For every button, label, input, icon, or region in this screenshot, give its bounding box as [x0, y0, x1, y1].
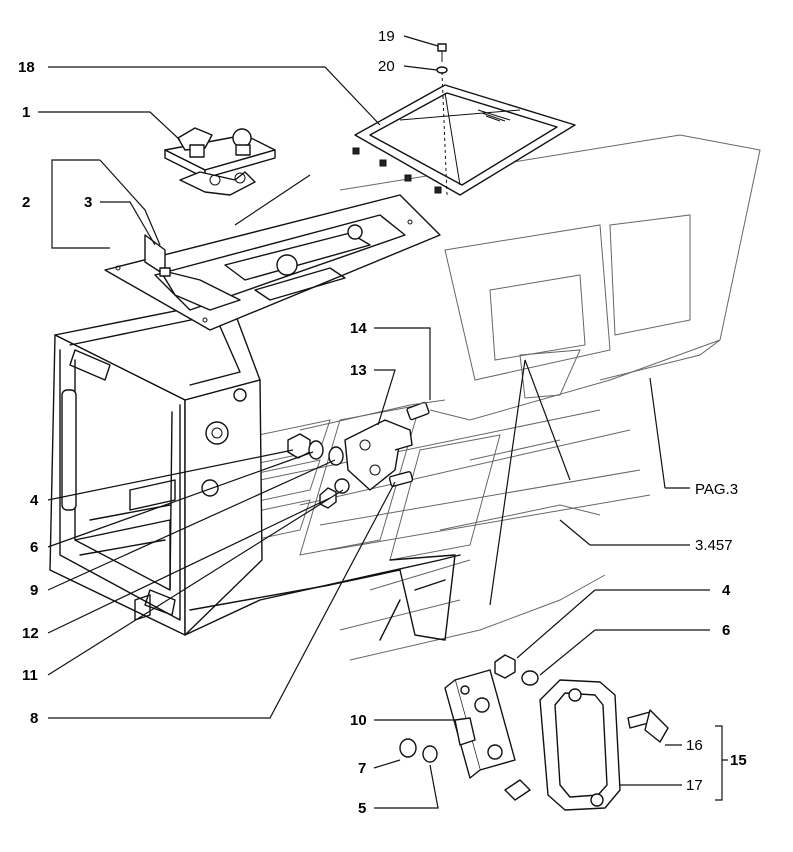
callout-16: 16 — [686, 737, 703, 754]
callout-8: 8 — [30, 710, 38, 727]
callout-17: 17 — [686, 777, 703, 794]
handle-part-17 — [539, 679, 669, 811]
callout-2: 2 — [22, 194, 30, 211]
callout-14: 14 — [350, 320, 367, 337]
callout-12: 12 — [22, 625, 39, 642]
callout-4a: 4 — [30, 492, 39, 509]
leader-lines — [38, 35, 728, 809]
callout-3457: 3.457 — [695, 537, 733, 554]
gear-plate-part-2 — [104, 194, 441, 331]
callout-20: 20 — [378, 58, 395, 75]
knob-assembly-part-1 — [164, 127, 276, 196]
callout-6a: 6 — [30, 539, 38, 556]
callout-pag3: PAG.3 — [695, 481, 738, 498]
callout-11: 11 — [22, 667, 38, 684]
console-housing — [49, 299, 461, 641]
cab-panel-background — [214, 134, 761, 661]
callout-15: 15 — [730, 752, 747, 769]
cover-plate-part-18 — [352, 43, 576, 196]
callout-19: 19 — [378, 28, 395, 45]
bracket-part-13 — [287, 399, 446, 509]
switch-plate-part-10 — [399, 654, 539, 801]
callout-6b: 6 — [722, 622, 730, 639]
callout-3: 3 — [84, 194, 92, 211]
callout-9: 9 — [30, 582, 38, 599]
callout-5: 5 — [358, 800, 366, 817]
callout-4b: 4 — [722, 582, 731, 599]
callout-13: 13 — [350, 362, 367, 379]
callout-7: 7 — [358, 760, 366, 777]
callout-18: 18 — [18, 59, 35, 76]
callout-labels: 19 20 18 1 2 3 14 13 PAG.3 4 6 3.457 9 4… — [18, 28, 747, 817]
callout-1: 1 — [22, 104, 30, 121]
callout-10: 10 — [350, 712, 367, 729]
